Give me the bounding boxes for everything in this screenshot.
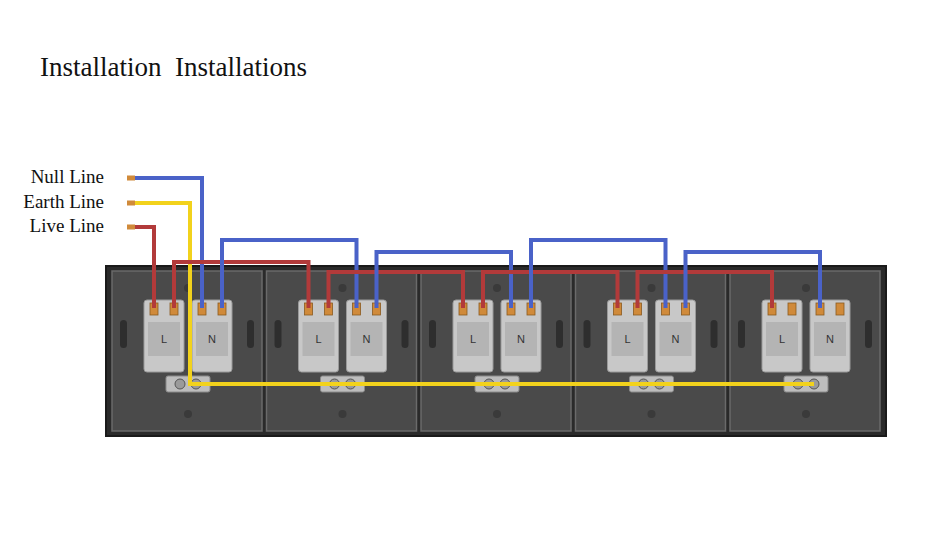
- live-terminal-block: [453, 300, 493, 372]
- terminal-pin: [836, 303, 844, 315]
- screw-hole: [802, 284, 810, 292]
- live-terminal-block: [299, 300, 339, 372]
- live-link-wire: [329, 272, 464, 308]
- earth-screw: [175, 379, 185, 389]
- mounting-slot: [429, 320, 436, 348]
- wire-label: Null Line: [31, 166, 104, 188]
- wire-tip: [127, 225, 135, 230]
- terminal-letter: L: [779, 333, 785, 345]
- earth-wire: [134, 203, 814, 384]
- screw-hole: [184, 410, 192, 418]
- terminal-letter: N: [208, 333, 216, 345]
- null-terminal-block: [810, 300, 850, 372]
- screw-hole: [493, 410, 501, 418]
- terminal-face: [612, 322, 644, 356]
- mounting-slot: [865, 320, 872, 348]
- terminal-face: [766, 322, 798, 356]
- wire-label: Earth Line: [23, 191, 104, 213]
- screw-hole: [648, 410, 656, 418]
- terminal-letter: L: [470, 333, 476, 345]
- socket-module: [730, 271, 880, 431]
- socket-module: [267, 271, 417, 431]
- screw-hole: [802, 410, 810, 418]
- terminal-letter: N: [363, 333, 371, 345]
- terminal-letter: N: [517, 333, 525, 345]
- terminal-face: [303, 322, 335, 356]
- screw-hole: [339, 410, 347, 418]
- mounting-slot: [711, 320, 718, 348]
- socket-module: [576, 271, 726, 431]
- socket-modules: [112, 271, 880, 431]
- live-wire: [134, 227, 154, 308]
- terminal-letter: L: [161, 333, 167, 345]
- terminal-face: [351, 322, 383, 356]
- live-link-wire: [483, 272, 618, 308]
- terminal-face: [457, 322, 489, 356]
- socket-module: [421, 271, 571, 431]
- terminal-letter: L: [624, 333, 630, 345]
- null-terminal-block: [347, 300, 387, 372]
- terminal-face: [814, 322, 846, 356]
- null-link-wire: [686, 252, 821, 308]
- wire-tip: [127, 201, 135, 206]
- wire-label: Live Line: [30, 215, 104, 237]
- screw-hole: [339, 284, 347, 292]
- mounting-slot: [275, 320, 282, 348]
- mounting-slot: [584, 320, 591, 348]
- mounting-slot: [556, 320, 563, 348]
- wire-tip: [127, 176, 135, 181]
- null-link-wire: [377, 252, 512, 308]
- terminal-pin: [788, 303, 796, 315]
- wires: [127, 176, 820, 385]
- screw-hole: [648, 284, 656, 292]
- live-terminal-block: [762, 300, 802, 372]
- mounting-slot: [402, 320, 409, 348]
- null-terminal-block: [656, 300, 696, 372]
- diagram-title: Installation Installations: [40, 52, 307, 83]
- live-terminal-block: [608, 300, 648, 372]
- mounting-slot: [247, 320, 254, 348]
- terminal-face: [196, 322, 228, 356]
- terminal-letter: N: [672, 333, 680, 345]
- mounting-slot: [738, 320, 745, 348]
- live-link-wire: [174, 262, 309, 308]
- terminal-letter: N: [826, 333, 834, 345]
- null-terminal-block: [192, 300, 232, 372]
- terminal-face: [148, 322, 180, 356]
- socket-module: [112, 271, 262, 431]
- terminal-face: [505, 322, 537, 356]
- screw-hole: [493, 284, 501, 292]
- terminal-face: [660, 322, 692, 356]
- null-wire: [134, 178, 202, 308]
- live-link-wire: [638, 272, 773, 308]
- mounting-slot: [120, 320, 127, 348]
- terminal-letter: L: [315, 333, 321, 345]
- live-terminal-block: [144, 300, 184, 372]
- null-terminal-block: [501, 300, 541, 372]
